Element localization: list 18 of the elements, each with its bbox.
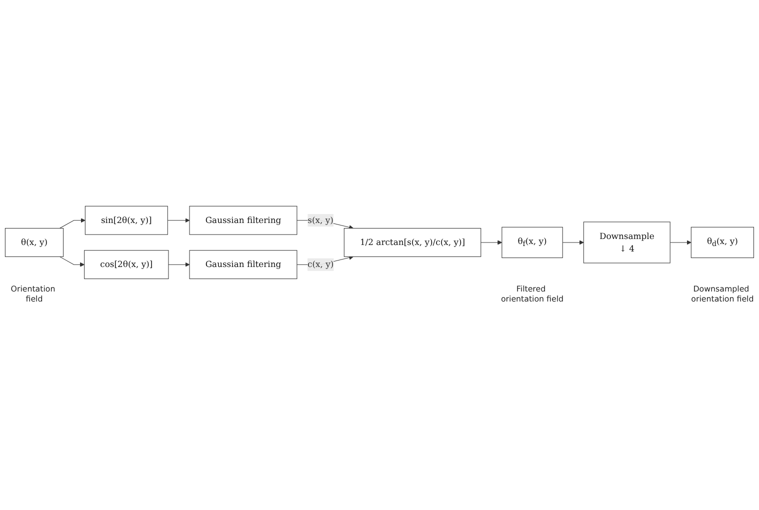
node-box: Gaussian filtering	[189, 206, 298, 236]
edge-label: s(x, y)	[308, 215, 334, 226]
node-box: sin[2θ(x, y)]	[84, 206, 168, 236]
arrow	[562, 240, 584, 245]
node-box: θ$_{f}$(x, y)	[502, 227, 563, 258]
node-box: Downsample ↓ 4	[583, 222, 670, 264]
arrow	[167, 218, 190, 223]
edge-label: c(x, y)	[307, 260, 334, 270]
node-box: cos[2θ(x, y)]	[84, 250, 169, 280]
node-box: Gaussian filtering	[189, 250, 298, 280]
arrow	[670, 240, 692, 245]
node-box: θ(x, y)	[4, 228, 64, 258]
node-box: θ$_{d}$(x, y)	[690, 227, 754, 258]
arrow	[59, 218, 86, 229]
arrow	[59, 256, 85, 268]
arrow	[168, 262, 190, 268]
node-box: 1/2 arctan[s(x, y)/c(x, y)]	[344, 228, 482, 258]
arrow	[480, 240, 502, 245]
